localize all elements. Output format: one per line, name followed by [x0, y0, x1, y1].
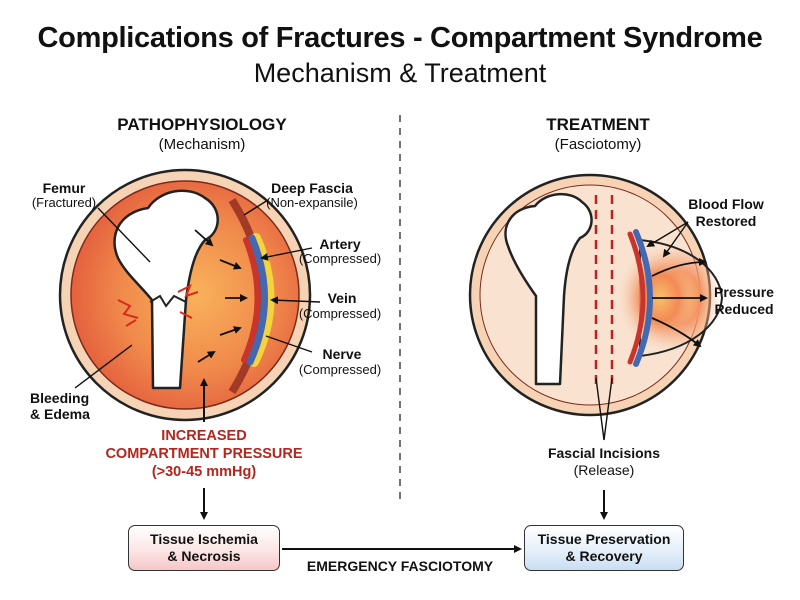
left-heading: PATHOPHYSIOLOGY [117, 115, 287, 134]
label-pressure-1: Pressure [714, 284, 774, 300]
leader-bleeding [74, 344, 133, 389]
nerve-vessel [249, 233, 275, 367]
pressure-label-3: (>30-45 mmHg) [151, 464, 257, 480]
leader-nerve [265, 335, 313, 353]
femur-bone [113, 189, 219, 390]
label-femur: Femur [42, 180, 86, 196]
left-cross-section [58, 168, 321, 520]
label-vein: Vein [327, 290, 357, 306]
flow-arrow [651, 258, 707, 277]
page-title: Complications of Fractures - Compartment… [37, 22, 763, 54]
leader-artery [260, 247, 313, 261]
label-bleeding-2: & Edema [30, 406, 90, 422]
leader-fascia [243, 199, 269, 216]
leader-incision [595, 377, 605, 441]
right-heading: TREATMENT [546, 115, 650, 134]
page-subtitle: Mechanism & Treatment [253, 58, 547, 88]
leader-blood-flow [662, 221, 689, 258]
recovery-box: Tissue Preservation & Recovery [524, 525, 684, 571]
leader-femur [97, 207, 151, 263]
left-subheading: (Mechanism) [158, 136, 246, 153]
artery-vessel [241, 237, 261, 363]
vein-vessel [633, 229, 653, 367]
label-vein-note: (Compressed) [298, 306, 382, 321]
label-bleeding-1: Bleeding [30, 390, 90, 406]
label-nerve: Nerve [322, 346, 362, 362]
leader-incision [603, 377, 613, 441]
ischemia-line-2: & Necrosis [167, 548, 241, 564]
label-femur-note: (Fractured) [31, 195, 97, 210]
right-cross-section [468, 173, 724, 520]
label-incisions: Fascial Incisions [547, 445, 661, 461]
flow-arrow [651, 317, 702, 348]
label-deep-fascia: Deep Fascia [271, 180, 353, 196]
femur-bone [504, 193, 593, 386]
recovery-line-2: & Recovery [565, 548, 643, 564]
right-subheading: (Fasciotomy) [554, 136, 642, 153]
label-nerve-note: (Compressed) [298, 362, 382, 377]
label-artery: Artery [319, 236, 361, 252]
pressure-arrow [194, 229, 214, 247]
leader-blood-flow [646, 221, 689, 248]
pressure-arrow [197, 350, 216, 363]
ischemia-line-1: Tissue Ischemia [150, 531, 258, 547]
fracture-burst-mark [179, 311, 193, 319]
label-pressure-2: Reduced [714, 301, 774, 317]
label-artery-note: (Compressed) [298, 251, 382, 266]
leader-vein [270, 296, 321, 305]
fracture-burst-mark [177, 283, 199, 298]
fasciotomy-label: EMERGENCY FASCIOTOMY [306, 558, 494, 574]
label-incisions-note: (Release) [573, 462, 635, 478]
pressure-label-1: INCREASED [161, 428, 247, 444]
pressure-arrow [219, 326, 242, 336]
label-fascia-note: (Non-expansile) [266, 195, 358, 210]
ischemia-box: Tissue Ischemia & Necrosis [128, 525, 280, 571]
label-blood-flow-1: Blood Flow [688, 196, 764, 212]
fracture-burst-mark [125, 319, 137, 327]
label-blood-flow-2: Restored [695, 213, 757, 229]
recovery-line-1: Tissue Preservation [537, 531, 671, 547]
fracture-burst-mark [117, 299, 139, 319]
vein-vessel [246, 234, 268, 366]
artery-vessel [627, 231, 646, 365]
pressure-label-2: COMPARTMENT PRESSURE [105, 446, 303, 462]
pressure-arrow [219, 259, 242, 270]
